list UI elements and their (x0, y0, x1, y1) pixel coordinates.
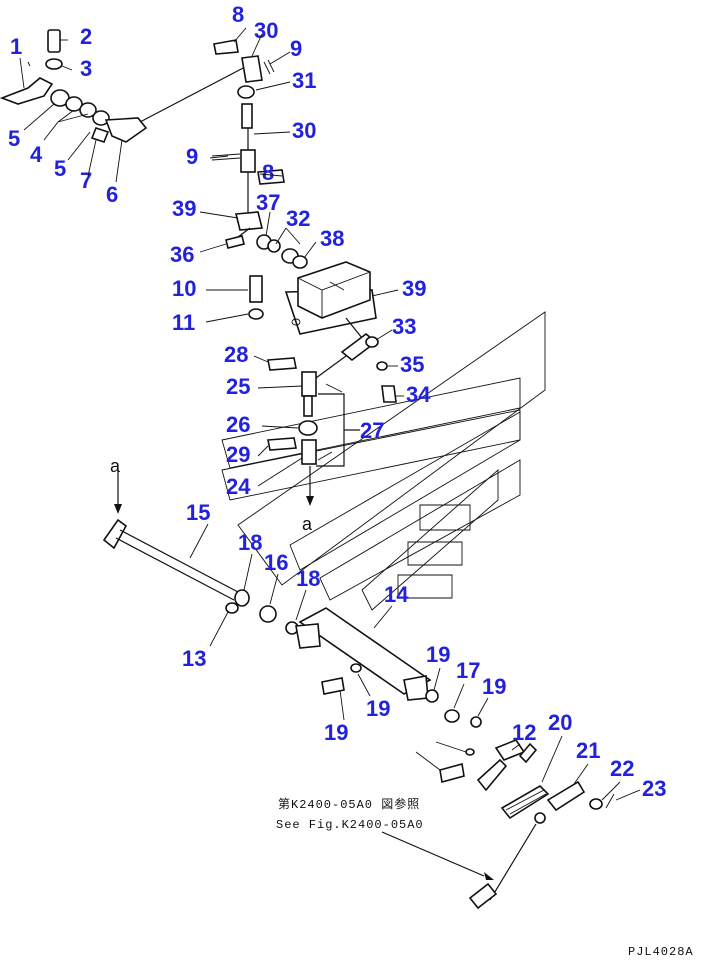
part-label: 4 (30, 142, 43, 167)
part-label: 39 (402, 276, 426, 301)
part-label: 27 (360, 418, 384, 443)
leader-lines (19, 27, 641, 801)
part-label: 11 (172, 310, 195, 335)
middle-rod-assembly (267, 332, 397, 506)
part-label: 17 (456, 658, 480, 683)
part-label: 7 (80, 168, 92, 193)
part-label: 1 (10, 34, 22, 59)
mount-bolt (248, 275, 264, 320)
lever-41-assembly (225, 211, 308, 269)
part-label: 12 (512, 720, 536, 745)
part-label: 19 (482, 674, 506, 699)
part-label: 38 (320, 226, 344, 251)
part-label: 21 (576, 738, 600, 763)
part-label: 13 (182, 646, 206, 671)
part-label: 8 (232, 2, 244, 27)
part-label: 20 (548, 710, 572, 735)
part-label: 5 (54, 156, 66, 181)
part-label: 19 (366, 696, 390, 721)
part-label: 8 (262, 160, 274, 185)
part-label: 34 (406, 382, 431, 407)
part-label: 19 (426, 642, 450, 667)
part-label: 6 (106, 182, 118, 207)
part-label: 24 (226, 474, 251, 499)
drawing-code: PJL4028A (628, 945, 694, 959)
part-label: 19 (324, 720, 348, 745)
actuator-box (284, 261, 377, 339)
upper-rod-assembly (211, 39, 285, 216)
top-left-linkage (0, 29, 248, 143)
part-label: 26 (226, 412, 250, 437)
part-label: 9 (290, 36, 302, 61)
part-label: 2 (80, 24, 92, 49)
part-label: 9 (186, 144, 198, 169)
part-label: 3 (80, 56, 92, 81)
part-label: 22 (610, 756, 634, 781)
reference-en: See Fig.K2400-05A0 (276, 818, 424, 832)
part-label: 16 (264, 550, 288, 575)
part-label: 28 (224, 342, 248, 367)
part-labels: 1 2 3 4 5 5 6 7 8 8 9 9 10 11 12 13 14 1… (8, 2, 666, 801)
part-label: 39 (172, 196, 196, 221)
part-label: 37 (256, 190, 280, 215)
part-label: 36 (170, 242, 194, 267)
part-label: 32 (286, 206, 310, 231)
part-label: 29 (226, 442, 250, 467)
reference-notes: 第K2400-05A0 図参照 See Fig.K2400-05A0 PJL40… (276, 796, 694, 959)
part-label: 5 (8, 126, 20, 151)
part-label: 14 (384, 582, 409, 607)
connector-a-top: a (110, 456, 121, 476)
part-label: 10 (172, 276, 196, 301)
part-label: 18 (238, 530, 262, 555)
reference-jp: 第K2400-05A0 図参照 (278, 796, 420, 812)
part-label: 30 (292, 118, 316, 143)
part-label: 30 (254, 18, 278, 43)
part-label: 33 (392, 314, 416, 339)
lower-linkage (381, 739, 615, 910)
long-bar-assembly (102, 470, 299, 635)
connector-labels: a a (110, 456, 313, 534)
part-label: 23 (642, 776, 666, 801)
background-panels (221, 311, 546, 611)
part-label: 31 (292, 68, 316, 93)
bracket-assembly (295, 607, 482, 728)
connector-a-bottom: a (302, 514, 313, 534)
part-label: 35 (400, 352, 424, 377)
part-label: 25 (226, 374, 250, 399)
part-label: 15 (186, 500, 210, 525)
part-label: 18 (296, 566, 320, 591)
